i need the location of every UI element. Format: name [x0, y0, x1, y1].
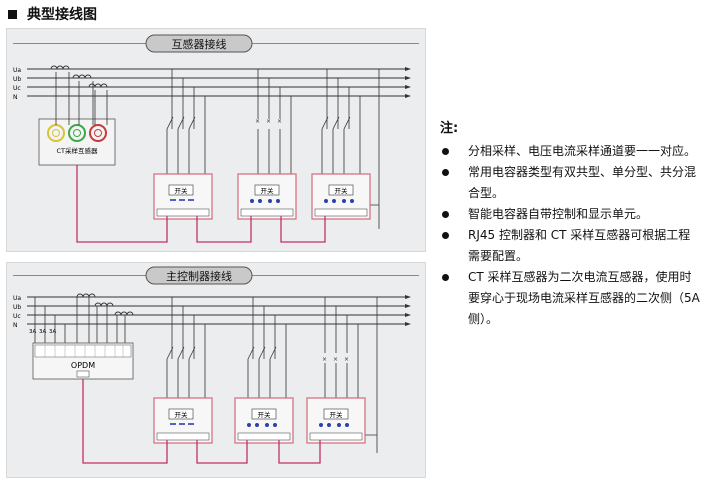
svg-text:×: × — [322, 356, 327, 363]
main-controller-wiring-diagram: 主控制器接线 Ua Ub Uc N 3A 3A 3A — [6, 262, 426, 478]
diagram1-title: 互感器接线 — [172, 37, 227, 51]
note-text: 智能电容器自带控制和显示单元。 — [468, 207, 649, 221]
heading-text: 典型接线图 — [27, 7, 97, 23]
svg-text:×: × — [333, 356, 338, 363]
list-item: CT 采样互感器为二次电流互感器，使用时要穿心于现场电流采样互感器的二次侧（5A… — [440, 267, 700, 330]
notes-heading: 注: — [440, 121, 459, 136]
line2-label-uc: Uc — [13, 313, 21, 320]
diagram2-title: 主控制器接线 — [166, 269, 232, 283]
svg-text:×: × — [344, 356, 349, 363]
line2-label-ua: Ua — [13, 295, 21, 302]
line2-label-ub: Ub — [13, 304, 21, 311]
line-label-ub: Ub — [13, 76, 21, 83]
transformer-wiring-svg: 互感器接线 Ua Ub Uc N — [13, 34, 419, 243]
switch-label-2: 开关 — [261, 186, 275, 195]
switch2-label-1: 开关 — [175, 410, 189, 419]
section-heading: 典型接线图 — [8, 4, 97, 24]
bullet-icon — [442, 148, 449, 155]
bullet-icon — [442, 232, 449, 239]
list-item: RJ45 控制器和 CT 采样互感器可根据工程需要配置。 — [440, 225, 700, 267]
line-label-uc: Uc — [13, 85, 21, 92]
breaker-label-1: 3A — [29, 329, 36, 335]
bullet-icon — [442, 169, 449, 176]
bullet-icon — [442, 211, 449, 218]
list-item: 常用电容器类型有双共型、单分型、共分混合型。 — [440, 162, 700, 204]
svg-text:×: × — [277, 118, 282, 125]
square-bullet-icon — [8, 9, 17, 19]
line2-label-n: N — [13, 322, 18, 329]
svg-text:×: × — [266, 118, 271, 125]
note-text: RJ45 控制器和 CT 采样互感器可根据工程需要配置。 — [468, 228, 691, 263]
line-label-ua: Ua — [13, 67, 21, 74]
bullet-icon — [442, 274, 449, 281]
note-text: 分相采样、电压电流采样通道要一一对应。 — [468, 144, 697, 158]
breaker-label-3: 3A — [49, 329, 56, 335]
list-item: 智能电容器自带控制和显示单元。 — [440, 204, 700, 225]
controller-label: OPDM — [71, 361, 95, 370]
switch-label-1: 开关 — [175, 186, 189, 195]
notes-list: 分相采样、电压电流采样通道要一一对应。 常用电容器类型有双共型、单分型、共分混合… — [440, 141, 700, 330]
transformer-wiring-diagram: 互感器接线 Ua Ub Uc N — [6, 28, 426, 252]
note-text: CT 采样互感器为二次电流互感器，使用时要穿心于现场电流采样互感器的二次侧（5A… — [468, 270, 700, 326]
switch-label-3: 开关 — [335, 186, 349, 195]
notes-section: 注: 分相采样、电压电流采样通道要一一对应。 常用电容器类型有双共型、单分型、共… — [440, 118, 700, 330]
controller-wiring-svg: 主控制器接线 Ua Ub Uc N 3A 3A 3A — [13, 266, 419, 464]
line-label-n: N — [13, 94, 18, 101]
switch2-label-2: 开关 — [258, 410, 272, 419]
ct-label: CT采样互感器 — [56, 146, 98, 155]
note-text: 常用电容器类型有双共型、单分型、共分混合型。 — [468, 165, 697, 200]
svg-text:×: × — [255, 118, 260, 125]
switch2-label-3: 开关 — [330, 410, 344, 419]
breaker-label-2: 3A — [39, 329, 46, 335]
list-item: 分相采样、电压电流采样通道要一一对应。 — [440, 141, 700, 162]
